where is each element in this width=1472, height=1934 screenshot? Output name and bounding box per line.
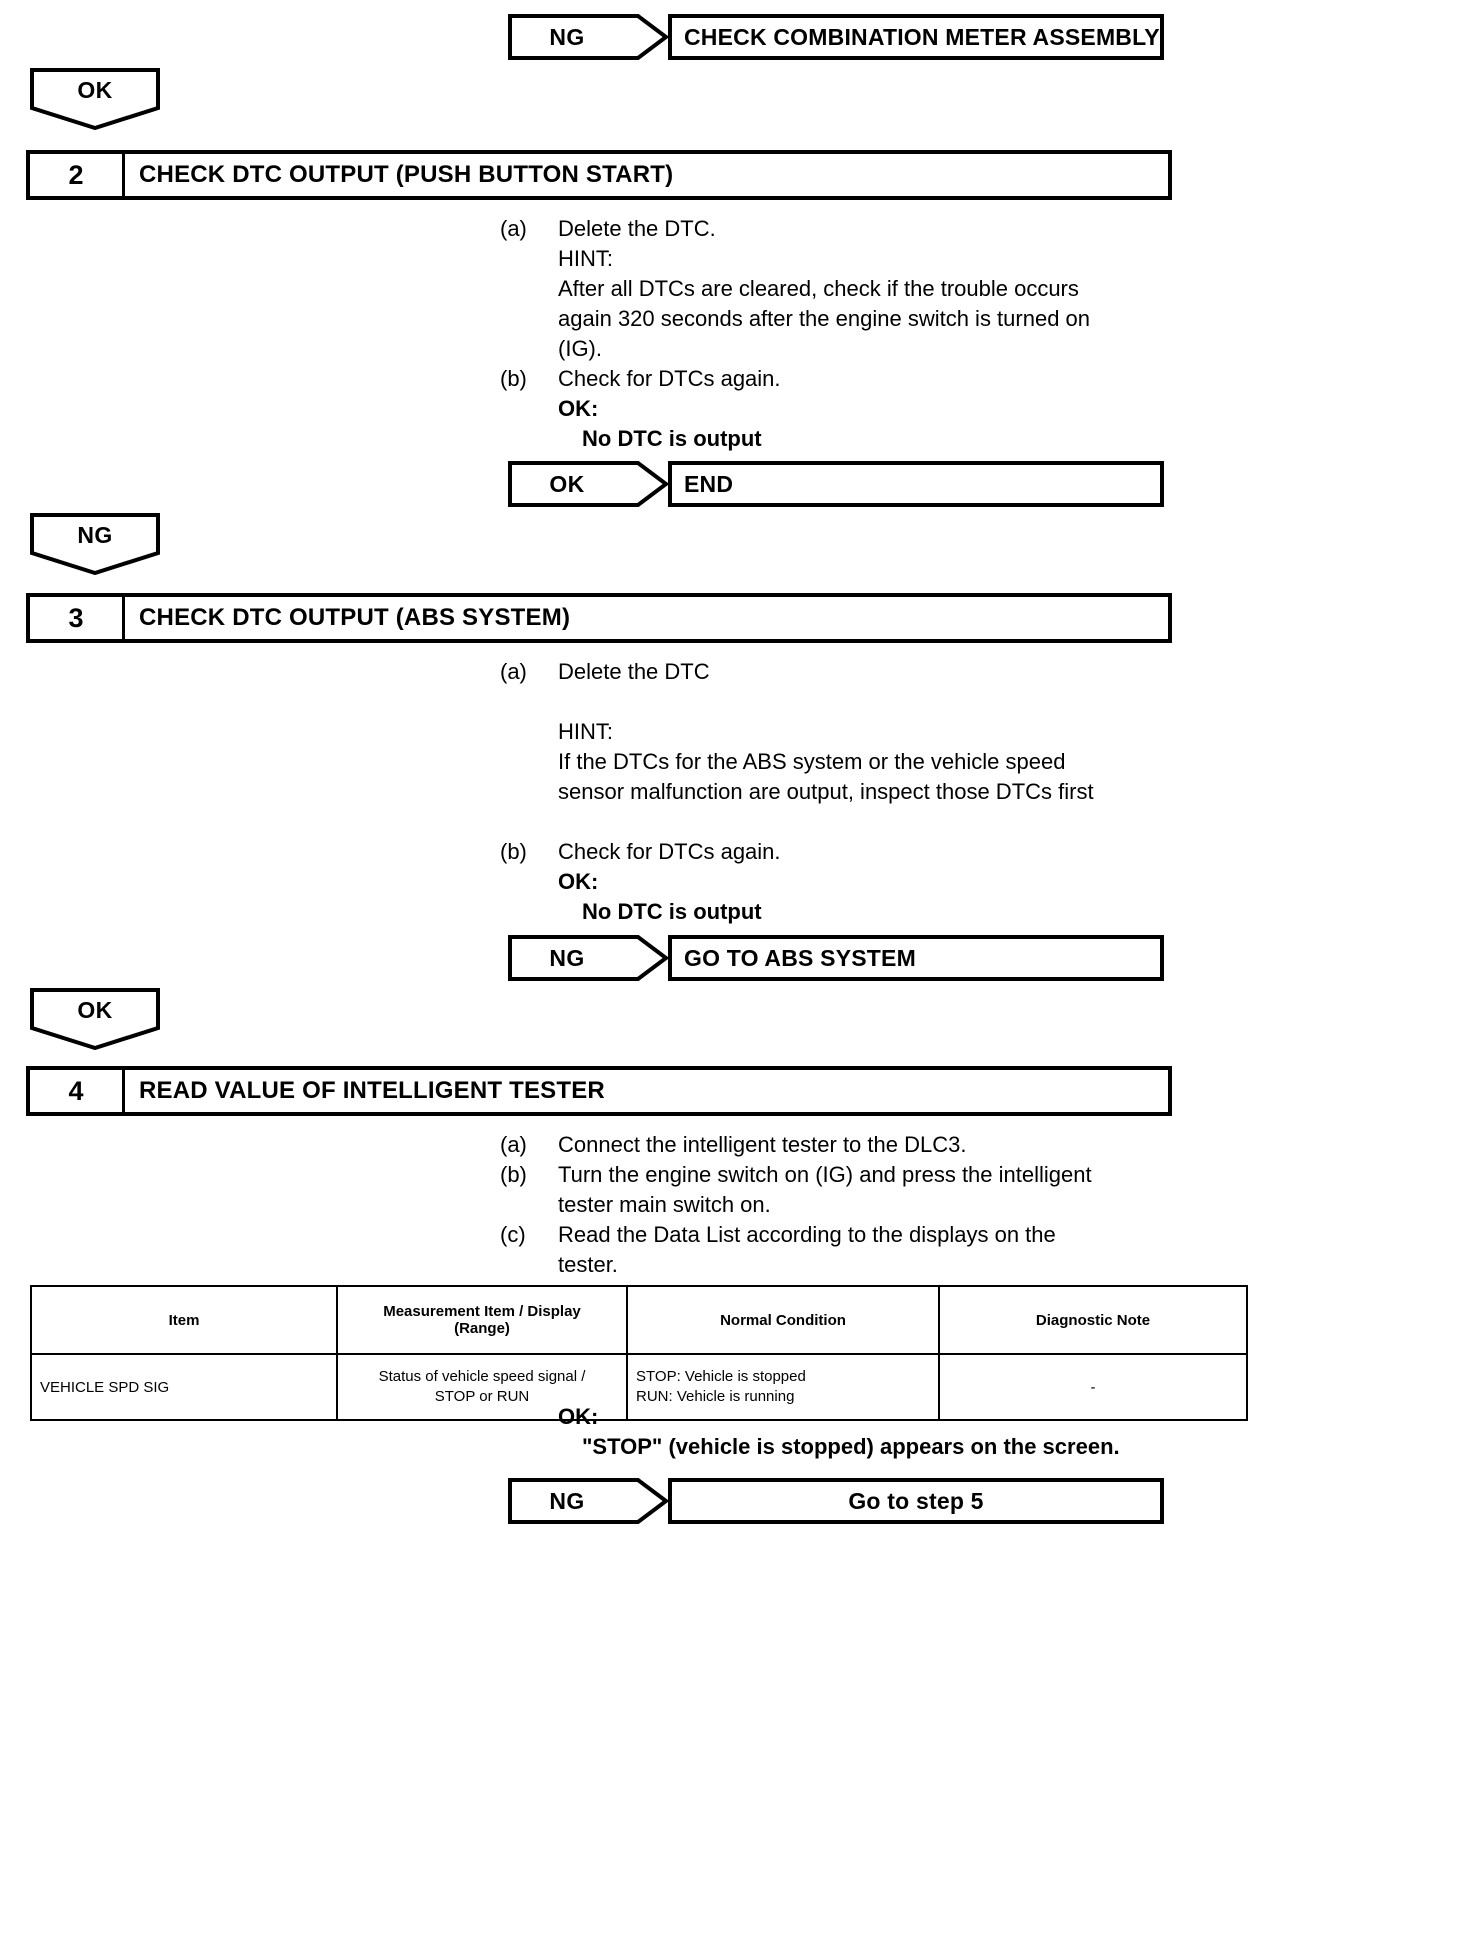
step-number: 4 bbox=[30, 1070, 125, 1112]
step-number: 3 bbox=[30, 597, 125, 639]
result-badge-label: NG bbox=[549, 1487, 585, 1514]
arrow-pentagon-icon bbox=[508, 935, 668, 981]
procedure-marker: (c) bbox=[500, 1222, 526, 1247]
cell-diagnostic-note: - bbox=[938, 1353, 1248, 1421]
procedure-item: (a) Delete the DTC bbox=[500, 657, 1180, 687]
procedure-marker: (b) bbox=[500, 1162, 527, 1187]
arrow-pentagon-icon bbox=[508, 461, 668, 507]
procedure-text: Connect the intelligent tester to the DL… bbox=[558, 1132, 967, 1157]
procedure-item: (b) Check for DTCs again. OK: No DTC is … bbox=[500, 364, 1180, 454]
connector-label: OK bbox=[77, 996, 113, 1023]
procedure-marker: (a) bbox=[500, 216, 527, 241]
step-title: READ VALUE OF INTELLIGENT TESTER bbox=[139, 1077, 605, 1104]
down-pentagon-icon bbox=[30, 513, 160, 575]
procedure-item: HINT: If the DTCs for the ABS system or … bbox=[500, 717, 1180, 807]
branch-target-end[interactable]: END bbox=[668, 461, 1164, 507]
data-list-table-wrap: Item Measurement Item / Display (Range) … bbox=[0, 1285, 1248, 1421]
procedure-marker: (a) bbox=[500, 659, 527, 684]
procedure-list-step-4: (a) Connect the intelligent tester to th… bbox=[500, 1130, 1180, 1280]
step-header-4: 4 READ VALUE OF INTELLIGENT TESTER bbox=[26, 1066, 1172, 1116]
column-header-diagnostic-note: Diagnostic Note bbox=[938, 1285, 1248, 1355]
result-badge-label: NG bbox=[549, 944, 585, 971]
connector-ng-after-step-2: NG bbox=[30, 513, 160, 575]
ok-criteria-label: OK: bbox=[558, 1404, 599, 1429]
result-badge-ok-step-2: OK bbox=[508, 461, 668, 507]
data-list-table: Item Measurement Item / Display (Range) … bbox=[30, 1285, 1248, 1421]
procedure-text: Read the Data List according to the disp… bbox=[558, 1222, 1056, 1277]
connector-ok-after-step-3: OK bbox=[30, 988, 160, 1050]
step-title: CHECK DTC OUTPUT (ABS SYSTEM) bbox=[139, 604, 571, 631]
arrow-pentagon-icon bbox=[508, 1478, 668, 1524]
cell-normal-condition: STOP: Vehicle is stopped RUN: Vehicle is… bbox=[626, 1353, 940, 1421]
branch-row-step-3: NG GO TO ABS SYSTEM bbox=[508, 935, 1164, 981]
branch-target-go-to-step-5[interactable]: Go to step 5 bbox=[668, 1478, 1164, 1524]
table-header-row: Item Measurement Item / Display (Range) … bbox=[30, 1285, 1248, 1355]
connector-label: OK bbox=[77, 76, 113, 103]
ok-criteria-value: No DTC is output bbox=[582, 426, 762, 451]
ok-criteria-value: "STOP" (vehicle is stopped) appears on t… bbox=[582, 1434, 1120, 1459]
procedure-text: Delete the DTC. HINT: After all DTCs are… bbox=[558, 216, 1091, 361]
procedure-text: Delete the DTC bbox=[558, 659, 710, 684]
branch-target-check-combination-meter[interactable]: CHECK COMBINATION METER ASSEMBLY bbox=[668, 14, 1164, 60]
result-badge-ng-step-3: NG bbox=[508, 935, 668, 981]
result-badge-ng-top: NG bbox=[508, 14, 668, 60]
procedure-item: (c) Read the Data List according to the … bbox=[500, 1220, 1180, 1280]
step-title: CHECK DTC OUTPUT (PUSH BUTTON START) bbox=[139, 161, 674, 188]
table-row: VEHICLE SPD SIG Status of vehicle speed … bbox=[30, 1353, 1248, 1421]
procedure-spacer bbox=[500, 687, 1180, 717]
branch-row-step-2: OK END bbox=[508, 461, 1164, 507]
down-pentagon-icon bbox=[30, 988, 160, 1050]
procedure-text: HINT: If the DTCs for the ABS system or … bbox=[558, 719, 1094, 804]
arrow-pentagon-icon bbox=[508, 14, 668, 60]
column-header-measurement: Measurement Item / Display (Range) bbox=[336, 1285, 628, 1355]
procedure-list-step-3: (a) Delete the DTC HINT: If the DTCs for… bbox=[500, 657, 1180, 927]
procedure-item: (b) Turn the engine switch on (IG) and p… bbox=[500, 1160, 1180, 1220]
connector-ok-after-top: OK bbox=[30, 68, 160, 130]
procedure-marker: (a) bbox=[500, 1132, 527, 1157]
procedure-text: Check for DTCs again. bbox=[558, 366, 781, 391]
procedure-text: Turn the engine switch on (IG) and press… bbox=[558, 1162, 1092, 1217]
branch-row-step-4: NG Go to step 5 bbox=[508, 1478, 1164, 1524]
cell-item: VEHICLE SPD SIG bbox=[30, 1353, 338, 1421]
procedure-item: (a) Connect the intelligent tester to th… bbox=[500, 1130, 1180, 1160]
result-badge-ng-step-4: NG bbox=[508, 1478, 668, 1524]
ok-criteria-label: OK: bbox=[558, 396, 599, 421]
step-header-3: 3 CHECK DTC OUTPUT (ABS SYSTEM) bbox=[26, 593, 1172, 643]
branch-target-go-to-abs-system[interactable]: GO TO ABS SYSTEM bbox=[668, 935, 1164, 981]
procedure-list-step-2: (a) Delete the DTC. HINT: After all DTCs… bbox=[500, 214, 1180, 454]
ok-criteria-value: No DTC is output bbox=[582, 899, 762, 924]
step-header-2: 2 CHECK DTC OUTPUT (PUSH BUTTON START) bbox=[26, 150, 1172, 200]
step-number: 2 bbox=[30, 154, 125, 196]
final-ok-criteria: OK: "STOP" (vehicle is stopped) appears … bbox=[558, 1402, 1120, 1462]
down-pentagon-icon bbox=[30, 68, 160, 130]
ok-criteria-label: OK: bbox=[558, 869, 599, 894]
branch-row-top: NG CHECK COMBINATION METER ASSEMBLY bbox=[508, 14, 1164, 60]
procedure-text: Check for DTCs again. bbox=[558, 839, 781, 864]
column-header-item: Item bbox=[30, 1285, 338, 1355]
result-badge-label: NG bbox=[549, 23, 585, 50]
column-header-normal-condition: Normal Condition bbox=[626, 1285, 940, 1355]
procedure-item: (b) Check for DTCs again. OK: No DTC is … bbox=[500, 837, 1180, 927]
result-badge-label: OK bbox=[549, 470, 585, 497]
procedure-item: (a) Delete the DTC. HINT: After all DTCs… bbox=[500, 214, 1180, 364]
cell-measurement: Status of vehicle speed signal / STOP or… bbox=[336, 1353, 628, 1421]
procedure-marker: (b) bbox=[500, 839, 527, 864]
procedure-marker: (b) bbox=[500, 366, 527, 391]
connector-label: NG bbox=[77, 521, 113, 548]
procedure-spacer bbox=[500, 807, 1180, 837]
